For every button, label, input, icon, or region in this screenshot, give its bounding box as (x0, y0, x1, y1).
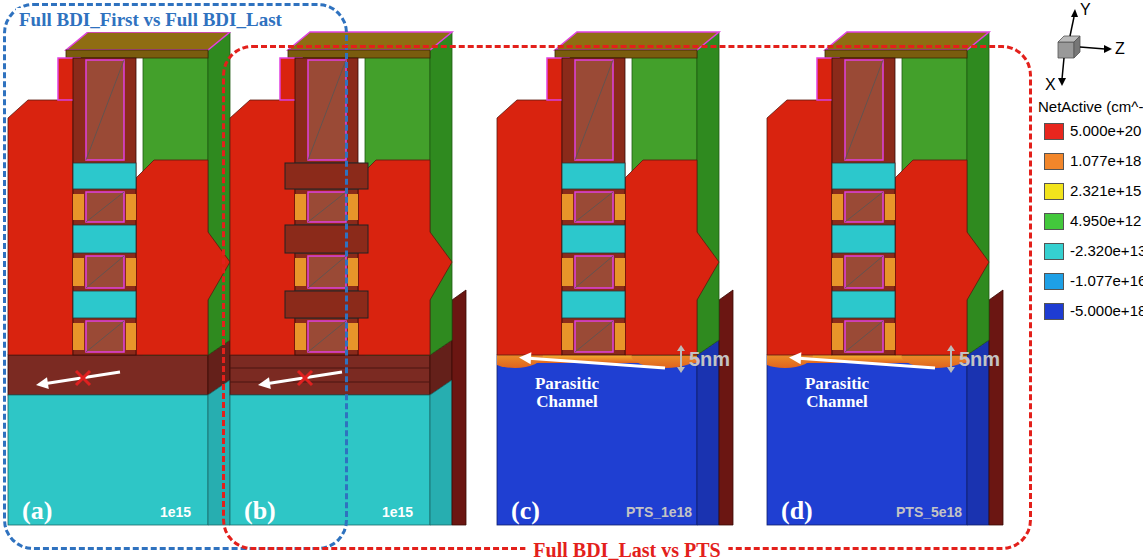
legend-row: -1.077e+16 (1044, 272, 1143, 290)
group-title: Full BDI_First vs Full BDI_Last (16, 8, 285, 32)
released-sheet (285, 291, 368, 318)
pts-substrate (757, 340, 989, 525)
pts-substrate (487, 340, 719, 525)
legend-swatch (1044, 273, 1064, 290)
panel-letter: (a) (22, 496, 52, 526)
legend-row: 2.321e+15 (1044, 182, 1141, 200)
bdi-layer-line (230, 382, 430, 383)
doping-value: PTS_1e18 (626, 503, 692, 521)
axis-cube (1074, 36, 1080, 58)
blocked-mark (76, 371, 90, 385)
arrow-head (1104, 45, 1112, 53)
leakage-arrow (529, 358, 665, 368)
legend-value: -5.000e+18 (1070, 302, 1143, 320)
legend-value: 1.077e+18 (1070, 152, 1141, 170)
device-upper (767, 32, 989, 355)
legend-swatch (1044, 123, 1064, 140)
device-upper (497, 32, 719, 355)
panel-c (487, 32, 733, 525)
axis-label: Z (1115, 40, 1125, 58)
arrow-head (789, 352, 801, 364)
legend-row: 1.077e+18 (1044, 152, 1141, 170)
panel-b (230, 32, 466, 525)
panel-d (757, 32, 1003, 525)
device-upper (230, 32, 452, 355)
legend-swatch (1044, 213, 1064, 230)
arrow-head (36, 377, 49, 389)
dimension-arrow (680, 350, 682, 368)
leakage-arrow (799, 358, 935, 368)
channel-label: Parasitic Channel (519, 375, 615, 411)
arrow-head (258, 377, 271, 389)
axis-line (1062, 58, 1064, 79)
legend-value: 4.950e+12 (1070, 212, 1141, 230)
legend-swatch (1044, 243, 1064, 260)
axis-label: Y (1080, 1, 1091, 19)
blocked-mark (298, 371, 312, 385)
doping-value: PTS_5e18 (896, 503, 962, 521)
arrow-head (947, 345, 955, 351)
released-sheet (285, 163, 368, 189)
legend-value: 5.000e+20 (1070, 122, 1141, 140)
blocked-mark (76, 371, 90, 385)
legend-row: 5.000e+20 (1044, 122, 1141, 140)
arrow-head (1058, 78, 1066, 86)
blocked-mark (298, 371, 312, 385)
arrow-head (677, 367, 685, 373)
legend-row: 4.950e+12 (1044, 212, 1141, 230)
comparison-group: Full BDI_First vs Full BDI_Last (3, 3, 348, 550)
neighbour-isolation (989, 290, 1003, 525)
panel-letter: (c) (511, 496, 540, 526)
legend-title: NetActive (cm^-3) (1038, 98, 1143, 116)
legend-row: -2.320e+13 (1044, 242, 1143, 260)
doping-value: 1e15 (160, 503, 191, 521)
legend-swatch (1044, 183, 1064, 200)
axis-line (1070, 17, 1074, 36)
arrow-head (1071, 9, 1078, 17)
arrow-head (947, 367, 955, 373)
axis-icon (1058, 9, 1112, 86)
legend-value: 2.321e+15 (1070, 182, 1141, 200)
arrow-head (519, 352, 531, 364)
panel-letter: (b) (244, 496, 276, 526)
channel-label: Parasitic Channel (789, 375, 885, 411)
group-title: Full BDI_Last vs PTS (525, 538, 728, 560)
bdi-substrate (8, 340, 230, 525)
neighbour-isolation (719, 290, 733, 525)
axis-line (1080, 47, 1105, 49)
axis-label: X (1045, 76, 1056, 94)
legend-value: -2.320e+13 (1070, 242, 1143, 260)
legend-value: -1.077e+16 (1070, 272, 1143, 290)
legend-swatch (1044, 153, 1064, 170)
device-upper (8, 32, 230, 355)
dimension-label: 5nm (689, 347, 730, 371)
dimension-arrow (950, 350, 952, 368)
panel-a (8, 32, 230, 525)
bdi-layer-line (230, 368, 430, 369)
legend-swatch (1044, 303, 1064, 320)
doping-value: 1e15 (382, 503, 413, 521)
dimension-label: 5nm (959, 347, 1000, 371)
panel-letter: (d) (781, 496, 813, 526)
axis-cube (1058, 42, 1074, 58)
arrow-head (677, 345, 685, 351)
neighbour-isolation (452, 290, 466, 525)
released-sheet (285, 225, 368, 253)
comparison-group: Full BDI_Last vs PTS (222, 45, 1032, 550)
legend-row: -5.000e+18 (1044, 302, 1143, 320)
bdi-substrate (230, 340, 452, 525)
